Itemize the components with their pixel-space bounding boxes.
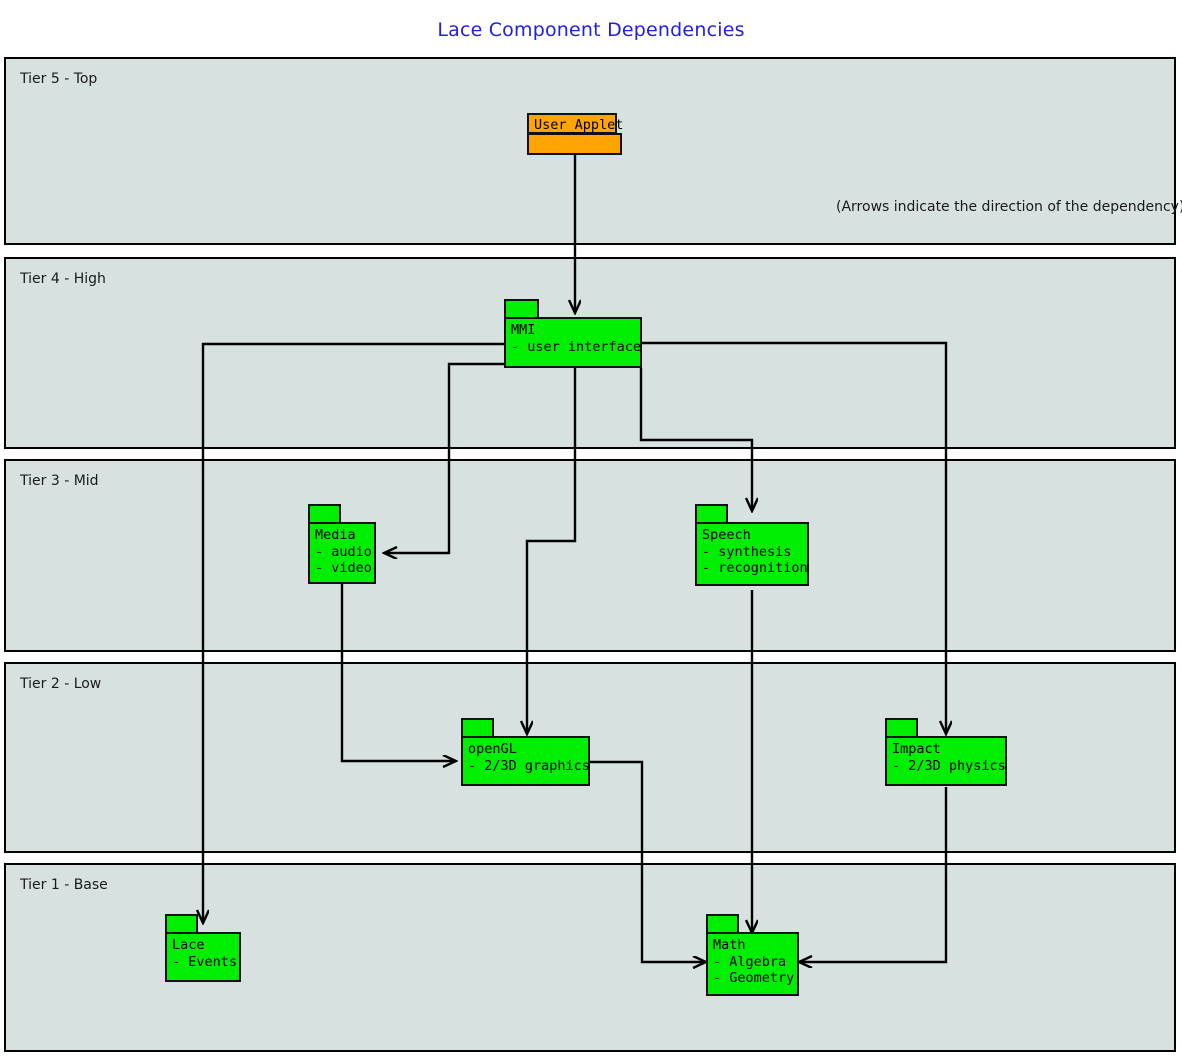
package-mmi[interactable]: MMI - user interface — [504, 299, 642, 368]
tier-band-tier-4-high: Tier 4 - High — [4, 257, 1176, 449]
package-user-applet-label: User Applet — [527, 113, 623, 134]
package-mmi-body: MMI - user interface — [504, 317, 642, 368]
package-math[interactable]: Math - Algebra - Geometry — [706, 914, 799, 996]
package-speech-body: Speech - synthesis - recognition — [695, 522, 809, 586]
package-media-tab — [308, 504, 341, 524]
package-mmi-tab — [504, 299, 539, 319]
package-speech-tab — [695, 504, 728, 524]
tier-label-tier-3-mid: Tier 3 - Mid — [20, 473, 99, 489]
tier-band-tier-3-mid: Tier 3 - Mid — [4, 459, 1176, 652]
package-speech[interactable]: Speech - synthesis - recognition — [695, 504, 809, 586]
package-impact[interactable]: Impact - 2/3D physics — [885, 718, 1007, 786]
page-title: Lace Component Dependencies — [437, 19, 745, 41]
tier-label-tier-4-high: Tier 4 - High — [20, 271, 106, 287]
package-lace[interactable]: Lace - Events — [165, 914, 241, 982]
package-user-applet[interactable]: User Applet — [527, 113, 623, 155]
package-opengl-body: openGL - 2/3D graphics — [461, 736, 590, 786]
package-lace-body: Lace - Events — [165, 932, 241, 982]
tier-label-tier-1-base: Tier 1 - Base — [20, 877, 108, 893]
package-opengl-tab — [461, 718, 494, 738]
package-media-body: Media - audio - video — [308, 522, 376, 584]
package-math-tab — [706, 914, 739, 934]
legend-note: (Arrows indicate the direction of the de… — [836, 199, 1182, 215]
package-math-body: Math - Algebra - Geometry — [706, 932, 799, 996]
package-opengl[interactable]: openGL - 2/3D graphics — [461, 718, 590, 786]
tier-label-tier-5-top: Tier 5 - Top — [20, 71, 98, 87]
package-impact-body: Impact - 2/3D physics — [885, 736, 1007, 786]
package-impact-tab — [885, 718, 918, 738]
tier-label-tier-2-low: Tier 2 - Low — [20, 676, 102, 692]
package-media[interactable]: Media - audio - video — [308, 504, 376, 584]
package-lace-tab — [165, 914, 198, 934]
package-user-applet-body — [527, 133, 622, 155]
